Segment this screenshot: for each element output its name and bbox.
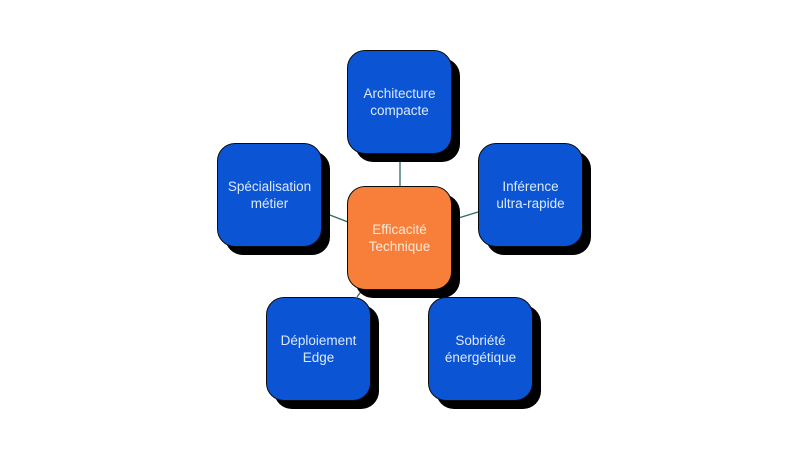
node-architecture-compacte: Architecture compacte [347,50,452,154]
node-inference-ultra-rapide: Inférence ultra-rapide [478,143,583,247]
center-label-line2: Technique [368,239,431,254]
center-label-line1: Efficacité [372,222,427,237]
node-specialisation-metier: Spécialisation métier [217,143,322,247]
node-label-line1: Déploiement [280,333,357,348]
node-label-line2: énergétique [444,350,517,365]
connector-specialisation [321,211,349,223]
node-sobriete-energetique: Sobriété énergétique [428,297,533,401]
connector-inference [451,211,479,221]
node-label-line2: métier [250,196,289,211]
node-label-line1: Spécialisation [227,179,312,194]
node-label-line1: Inférence [502,179,559,194]
node-label-line1: Architecture [363,86,436,101]
node-label-line2: compacte [370,103,429,118]
node-center-efficacite-technique: Efficacité Technique [347,186,452,290]
node-deploiement-edge: Déploiement Edge [266,297,371,401]
node-label-line1: Sobriété [455,333,506,348]
node-label-line2: ultra-rapide [496,196,565,211]
node-label-line2: Edge [302,350,335,365]
